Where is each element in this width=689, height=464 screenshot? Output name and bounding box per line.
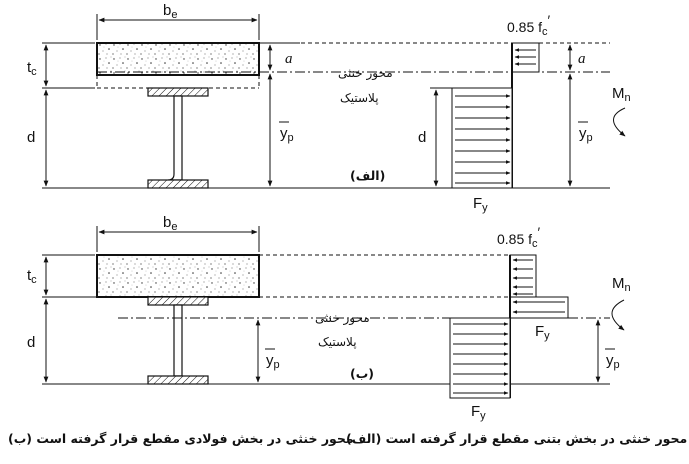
yp-sub-b-right: p	[614, 359, 620, 371]
be-dimension-a: be	[96, 2, 260, 40]
fy-sub-b: y	[480, 410, 486, 422]
caption-a: (الف) محور خنثی در بخش بتنی مقطع قرار گر…	[346, 431, 687, 446]
svg-text:0.85 fc′: 0.85 fc′	[497, 224, 541, 250]
panel-a: be tc d a	[27, 2, 631, 214]
concrete-slab-b	[96, 254, 260, 298]
caption-b: (ب) محور خنثی در بخش فولادی مقطع قرار گر…	[8, 431, 354, 446]
d-label-a: d	[27, 129, 35, 146]
svg-text:be: be	[163, 2, 177, 21]
yp-sub-b-left: p	[274, 359, 280, 371]
fc-coef-a: 0.85 f	[507, 19, 542, 35]
yp-dimension-b-left: yp	[255, 319, 280, 383]
mn-sub-a: n	[625, 92, 631, 104]
svg-text:Mn: Mn	[612, 275, 631, 294]
svg-text:Mn: Mn	[612, 85, 631, 104]
panel-a-tag: (الف)	[350, 168, 385, 183]
concrete-slab-a	[96, 42, 260, 76]
pna-label-a-line1: محور خنثی	[338, 66, 393, 81]
yp-label-b-right: y	[606, 352, 614, 369]
yp-dimension-b-right: yp	[595, 319, 620, 383]
pna-label-b-line2: پلاستیک	[318, 335, 357, 349]
fy-sub-b-comp: y	[544, 330, 550, 342]
tc-label-a: t	[27, 59, 32, 76]
mn-label-a: M	[612, 85, 625, 102]
svg-text:Fy: Fy	[471, 403, 486, 422]
fy-sub-a: y	[482, 202, 488, 214]
tc-sub-b: c	[31, 274, 37, 286]
be-label-b: b	[163, 214, 171, 231]
a-label-a-left: a	[285, 51, 293, 67]
yp-dimension-a-right: yp	[567, 73, 593, 187]
mn-sub-b: n	[625, 282, 631, 294]
steel-i-beam-b	[147, 296, 209, 385]
steel-i-beam-a	[147, 87, 209, 189]
stress-block-steel-b: Fy	[449, 317, 511, 422]
a-dimension-a-left: a	[259, 42, 300, 71]
svg-text:yp: yp	[280, 125, 294, 144]
fc-sub-a: c	[542, 26, 548, 38]
yp-label-b-left: y	[266, 352, 274, 369]
svg-text:Fy: Fy	[535, 323, 550, 342]
svg-text:yp: yp	[606, 352, 620, 371]
svg-text:yp: yp	[579, 125, 593, 144]
pna-label-b-line1: محور خنثی	[315, 311, 370, 326]
tc-dimension-a: tc	[27, 42, 95, 89]
fc-prime-a: ′	[548, 12, 551, 28]
fy-label-b: F	[471, 403, 480, 420]
d-label-a-right: d	[418, 129, 426, 146]
be-sub-a: e	[171, 9, 177, 21]
svg-text:Fy: Fy	[473, 195, 488, 214]
stress-block-concrete-a: 0.85 fc′	[507, 12, 551, 73]
fc-coef-b: 0.85 f	[497, 231, 532, 247]
moment-mn-b: Mn	[611, 275, 631, 331]
be-label-a: b	[163, 2, 171, 19]
d-dimension-a-right: d	[418, 87, 452, 187]
mn-label-b: M	[612, 275, 625, 292]
svg-text:tc: tc	[27, 267, 37, 286]
stress-block-steel-comp-b: Fy	[509, 296, 569, 342]
svg-text:yp: yp	[266, 352, 280, 371]
yp-sub-a-right: p	[587, 132, 593, 144]
panel-b-tag: (ب)	[350, 366, 374, 381]
stress-block-concrete-b: 0.85 fc′	[497, 224, 541, 298]
tc-sub-a: c	[31, 66, 37, 78]
be-dimension-b: be	[96, 214, 260, 252]
d-dimension-a: d	[27, 89, 148, 189]
d-dimension-b: d	[27, 298, 148, 385]
fc-sub-b: c	[532, 238, 538, 250]
fy-label-b-comp: F	[535, 323, 544, 340]
yp-sub-a-left: p	[288, 132, 294, 144]
tc-label-b: t	[27, 267, 32, 284]
svg-text:tc: tc	[27, 59, 37, 78]
yp-label-a-right: y	[579, 125, 587, 142]
yp-dimension-a-left: yp	[267, 73, 294, 187]
a-dimension-a-right: a	[567, 44, 586, 71]
a-label-a-right: a	[578, 51, 586, 67]
panel-b: be tc d yp محور خنثی پ	[27, 214, 631, 422]
be-sub-b: e	[171, 221, 177, 233]
svg-text:0.85 fc′: 0.85 fc′	[507, 12, 551, 38]
svg-text:be: be	[163, 214, 177, 233]
yp-label-a-left: y	[280, 125, 288, 142]
pna-label-a-line2: پلاستیک	[340, 91, 379, 105]
stress-block-steel-a: Fy	[451, 87, 513, 214]
tc-dimension-b: tc	[27, 254, 148, 298]
moment-mn-a: Mn	[612, 85, 631, 137]
d-label-b: d	[27, 334, 35, 351]
fy-label-a: F	[473, 195, 482, 212]
fc-prime-b: ′	[538, 224, 541, 240]
